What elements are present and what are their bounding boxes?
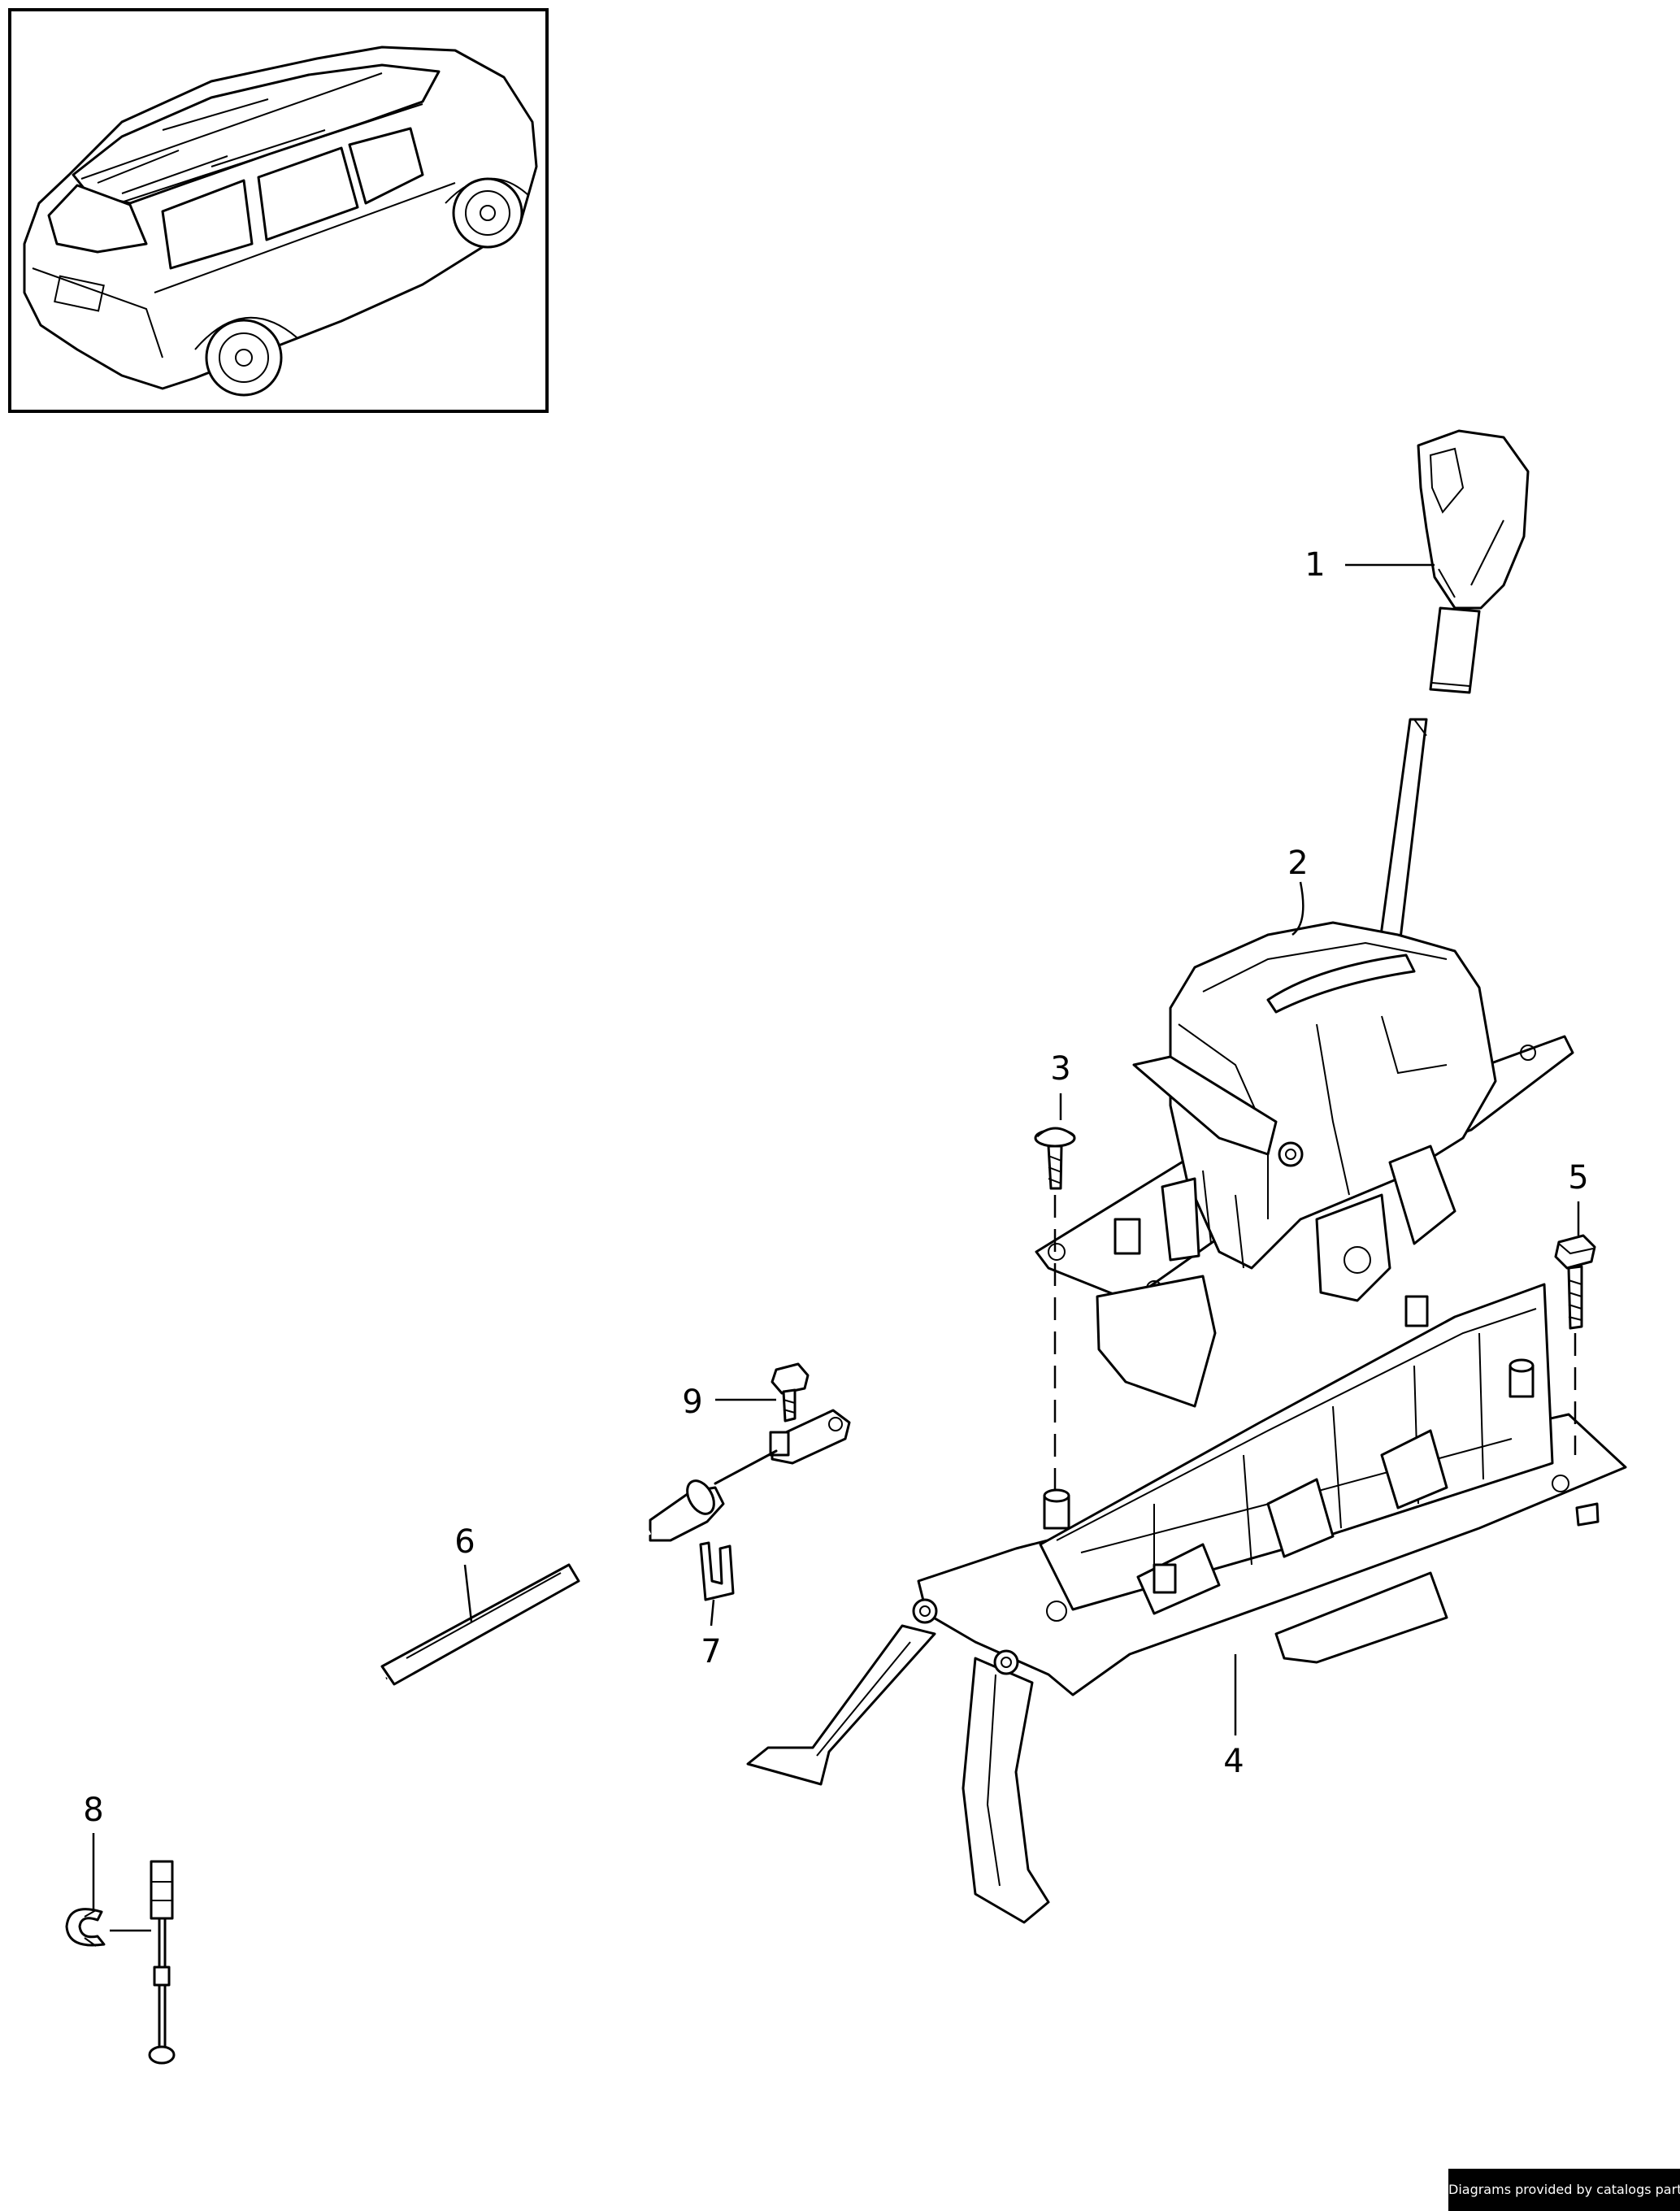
part-3-screw	[1034, 1127, 1076, 1190]
part-8-clip	[65, 1908, 106, 1947]
alignment-lines	[1053, 1195, 1577, 1496]
callout-9: 9	[682, 1384, 702, 1421]
callout-4: 4	[1223, 1743, 1244, 1780]
part-9-screw	[771, 1362, 810, 1423]
suv-illustration	[23, 46, 538, 397]
part-6-shift-cable	[148, 1449, 778, 2065]
cable-end-bracket	[769, 1409, 851, 1465]
part-7-retaining-clip	[699, 1541, 735, 1601]
callout-8: 8	[83, 1792, 103, 1829]
vehicle-overview-inset	[8, 8, 549, 413]
callout-5: 5	[1568, 1159, 1588, 1197]
callout-6: 6	[454, 1523, 475, 1561]
callout-3: 3	[1050, 1050, 1070, 1088]
callout-7: 7	[701, 1633, 721, 1670]
part-1-gear-knob	[1417, 429, 1530, 694]
callout-labels: 1 2 3 4 5 6 7 8 9	[83, 546, 1588, 1829]
leader-lines	[92, 563, 1580, 1932]
part-4-mounting-base	[746, 1283, 1627, 1924]
part-2-shift-housing	[1035, 718, 1574, 1408]
credit-badge: Diagrams provided by catalogs parts	[1448, 2169, 1680, 2211]
callout-1: 1	[1304, 546, 1325, 584]
part-5-bolt	[1554, 1234, 1596, 1330]
callout-2: 2	[1287, 845, 1308, 882]
